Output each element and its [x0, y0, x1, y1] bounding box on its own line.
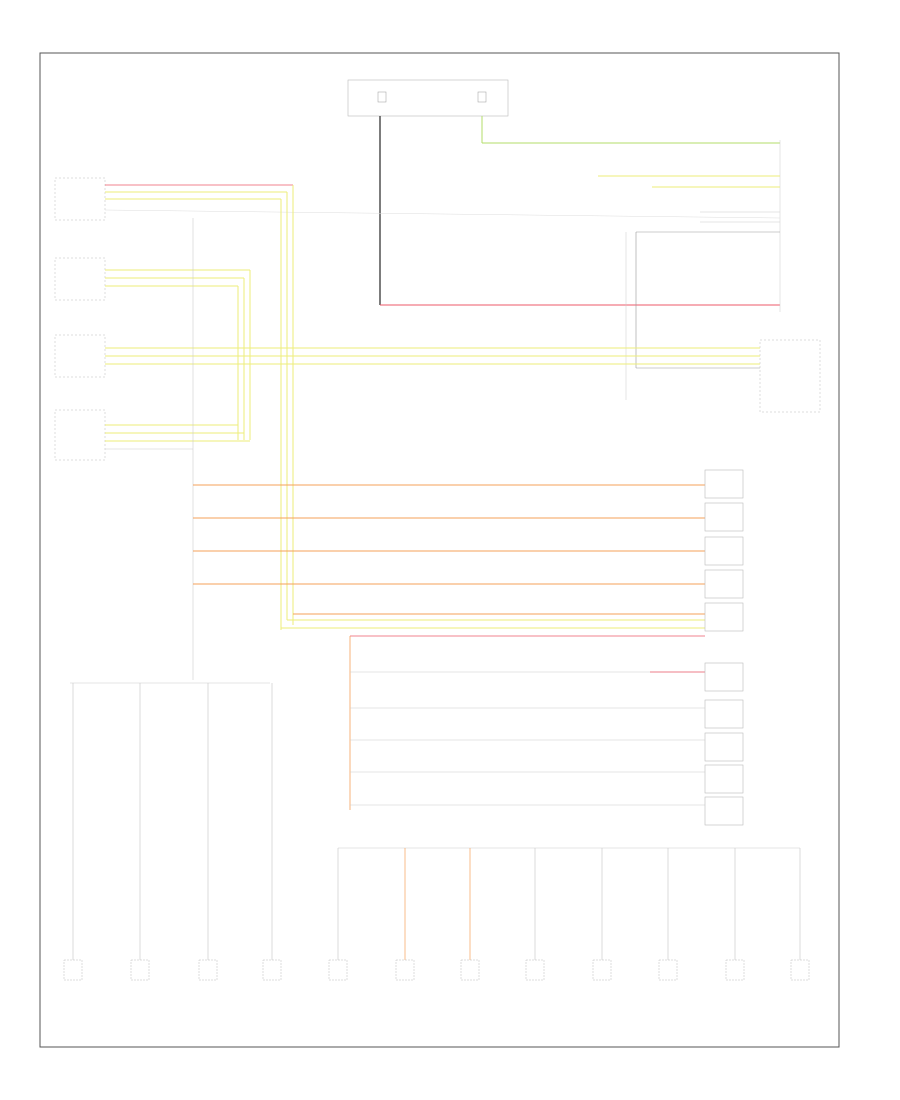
module-box-6 — [704, 662, 744, 692]
fuse-block — [347, 79, 509, 117]
right-sensor-module — [759, 339, 821, 413]
ground-symbol-icon — [395, 959, 415, 981]
gray-ground-line-1 — [104, 209, 781, 219]
ground-symbol-icon — [725, 959, 745, 981]
module-box-10 — [704, 796, 744, 826]
diagram-frame — [39, 52, 840, 1048]
module-box-8 — [704, 732, 744, 762]
ground-symbol-icon — [328, 959, 348, 981]
ground-symbol-icon — [460, 959, 480, 981]
ground-symbol-icon — [658, 959, 678, 981]
ground-symbol-icon — [592, 959, 612, 981]
module-box-4 — [704, 569, 744, 599]
ground-symbol-icon — [198, 959, 218, 981]
left-module-3 — [54, 334, 106, 378]
left-module-4 — [54, 409, 106, 461]
left-module-2 — [54, 257, 106, 301]
ground-symbol-icon — [262, 959, 282, 981]
ground-symbol-icon — [63, 959, 83, 981]
left-module-1 — [54, 177, 106, 221]
module-box-9 — [704, 764, 744, 794]
module-box-5 — [704, 602, 744, 632]
module-box-7 — [704, 699, 744, 729]
ground-symbol-icon — [525, 959, 545, 981]
ground-symbol-icon — [790, 959, 810, 981]
module-box-3 — [704, 536, 744, 566]
module-box-2 — [704, 502, 744, 532]
module-box-1 — [704, 469, 744, 499]
ground-symbol-icon — [130, 959, 150, 981]
